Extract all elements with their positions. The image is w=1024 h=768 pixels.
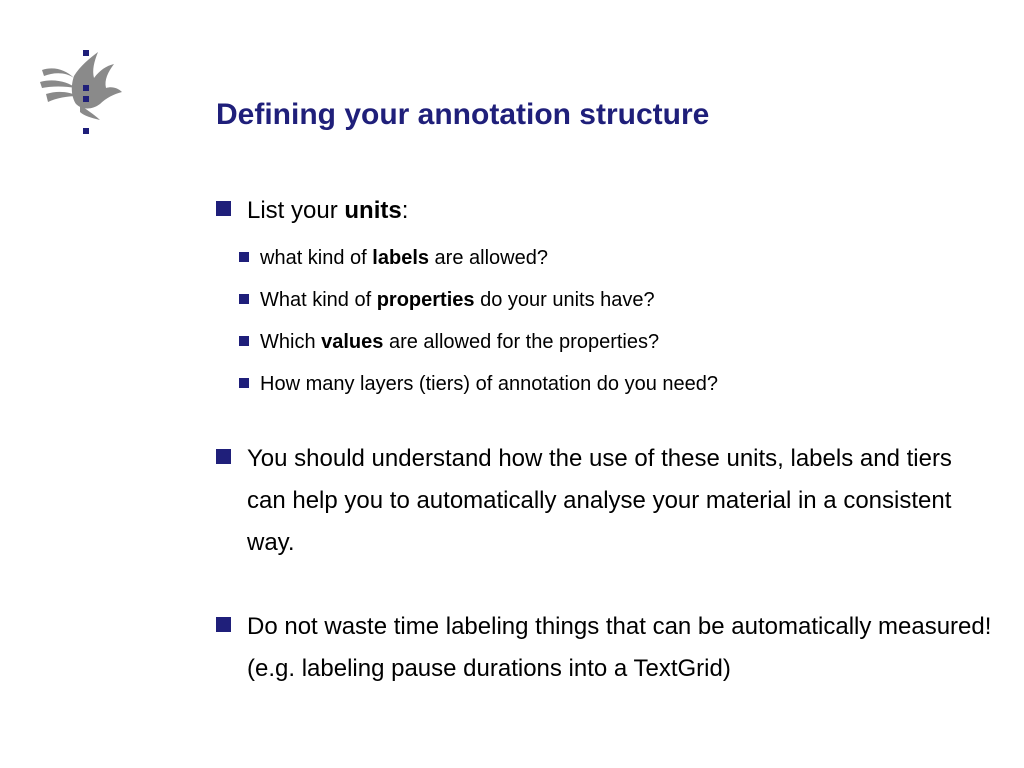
sub-text-post: are allowed? — [429, 247, 548, 269]
bullet-text-pre: List your — [247, 197, 345, 224]
sub-bullet-layers: How many layers (tiers) of annotation do… — [239, 363, 996, 405]
sub-bullet-labels: what kind of labels are allowed? — [239, 237, 996, 279]
sub-text-pre: Which — [260, 331, 322, 353]
sub-text-post: are allowed for the properties? — [383, 331, 660, 353]
square-bullet-icon — [239, 252, 249, 262]
square-bullet-icon — [216, 449, 231, 464]
bullet-list-units: List your units: — [216, 190, 996, 232]
square-bullet-icon — [239, 378, 249, 388]
square-bullet-icon — [216, 617, 231, 632]
square-bullet-icon — [216, 201, 231, 216]
sub-text-pre: what kind of — [260, 247, 373, 269]
sub-text: How many layers (tiers) of annotation do… — [260, 373, 719, 395]
sub-text-bold: labels — [372, 247, 429, 269]
bullet-understand-units: You should understand how the use of the… — [216, 438, 996, 564]
square-bullet-icon — [239, 294, 249, 304]
sub-text-post: do your units have? — [474, 289, 655, 311]
bullet-text: You should understand how the use of the… — [247, 445, 952, 556]
slide-title: Defining your annotation structure — [216, 98, 710, 131]
sub-bullet-values: Which values are allowed for the propert… — [239, 321, 996, 363]
slide-content: List your units: what kind of labels are… — [216, 190, 996, 690]
university-flame-logo-icon — [40, 50, 122, 134]
square-bullet-icon — [239, 336, 249, 346]
bullet-text: Do not waste time labeling things that c… — [247, 613, 992, 682]
sub-text-bold: properties — [376, 289, 475, 311]
bullet-text-bold: units — [344, 197, 402, 224]
sub-text-pre: What kind of — [260, 289, 377, 311]
bullet-do-not-waste-time: Do not waste time labeling things that c… — [216, 606, 996, 690]
bullet-text-post: : — [401, 197, 409, 224]
sub-bullet-list: what kind of labels are allowed? What ki… — [239, 237, 996, 405]
sub-text-bold: values — [321, 331, 384, 353]
sub-bullet-properties: What kind of properties do your units ha… — [239, 279, 996, 321]
